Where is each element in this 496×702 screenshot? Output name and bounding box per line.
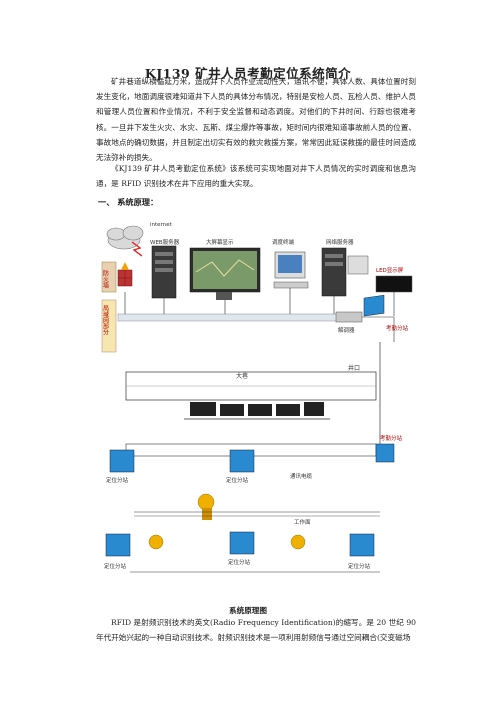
lan-box [101, 299, 117, 353]
positioning-station-2-icon [229, 449, 255, 473]
dispatch-terminal-label: 调度终端 [272, 238, 295, 246]
positioning-station-3-label: 定位分站 [104, 562, 127, 570]
positioning-station-5-label: 定位分站 [348, 562, 371, 570]
system-principle-diagram: internet 防火墙 局域网部分 WEB服务器 大屏幕显示 调度终端 网络 [101, 222, 413, 573]
shaft-label: 井口 [348, 364, 360, 372]
positioning-station-1-icon [109, 449, 135, 473]
lan-bus [117, 313, 341, 322]
big-screen-icon [189, 247, 261, 300]
intro-paragraph-1: 矿井巷道纵横循延万米，造成井下人员作业流动性大，通讯不便，具体人数、具体位置时刻… [96, 77, 416, 163]
positioning-station-4-label: 定位分站 [228, 558, 251, 566]
exam-station-mid-label: 考勤分站 [380, 434, 403, 442]
positioning-station-5-icon [349, 533, 375, 557]
section-heading-system-principle: 一、 系统原理： [98, 197, 159, 207]
positioning-station-4-icon [229, 531, 255, 555]
web-server-label: WEB服务器 [150, 238, 180, 246]
intro-paragraph-2: 《KJ139 矿井人员考勤定位系统》该系统可实现地面对井下人员情况的实时调度和信… [96, 164, 416, 189]
miner-lamp-2-icon [148, 534, 306, 550]
modem-icon [335, 311, 363, 323]
network-server-label: 网络服务器 [326, 238, 354, 246]
miner-lamp-icon [197, 493, 215, 520]
positioning-station-1-label: 定位分站 [106, 476, 129, 484]
tunnel-label: 大巷 [236, 372, 248, 380]
lan-label: 局域网部分 [102, 305, 109, 336]
diagram-caption: 系统原理图 [229, 606, 267, 615]
comm-cable-label: 通讯电缆 [290, 472, 313, 480]
firewall-box [101, 261, 117, 293]
exam-station-mid-icon [375, 443, 395, 463]
firewall-icon [117, 262, 133, 287]
internet-label: internet [150, 222, 173, 228]
exam-station-top-label: 考勤分站 [386, 324, 409, 332]
document-title: KJ139 矿井人员考勤定位系统简介 [144, 66, 352, 81]
dispatch-terminal-icon [273, 251, 309, 289]
rfid-paragraph: RFID 是射频识别技术的英文(Radio Frequency Identifi… [96, 618, 416, 643]
exam-station-top-icon [363, 294, 385, 317]
network-server-icon [321, 247, 369, 297]
led-display-icon [375, 275, 413, 293]
led-label: LED显示屏 [376, 267, 404, 274]
big-screen-label: 大屏幕显示 [206, 238, 234, 246]
positioning-station-3-icon [105, 533, 131, 557]
modem-label: 解调器 [338, 326, 355, 334]
web-server-icon [151, 245, 177, 299]
positioning-station-2-label: 定位分站 [226, 476, 249, 484]
firewall-label: 防火墙 [102, 269, 109, 289]
workface-label: 工作面 [294, 518, 311, 526]
lightning-icon [131, 241, 143, 257]
internet-cloud-icon [106, 225, 144, 250]
mine-train-icon [184, 402, 330, 420]
